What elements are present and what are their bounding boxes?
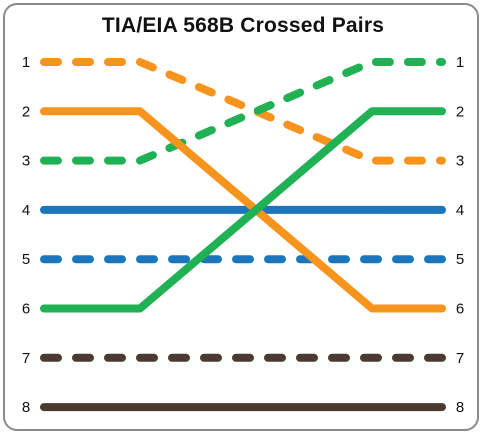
wires-layer [40, 58, 446, 412]
right-pin-label-8: 8 [456, 399, 464, 416]
left-pin-label-6: 6 [22, 301, 30, 318]
pin-labels-layer: 1 2 3 4 5 6 7 8 1 2 3 4 5 6 7 8 [22, 54, 464, 416]
left-pin-label-2: 2 [22, 103, 30, 120]
right-pin-label-7: 7 [456, 350, 464, 367]
left-pin-label-8: 8 [22, 399, 30, 416]
left-pin-label-7: 7 [22, 350, 30, 367]
right-pin-label-1: 1 [456, 54, 464, 71]
right-pin-label-2: 2 [456, 103, 464, 120]
right-pin-label-5: 5 [456, 251, 464, 268]
left-pin-label-3: 3 [22, 153, 30, 170]
right-pin-label-6: 6 [456, 301, 464, 318]
wire-6-to-2 [40, 107, 446, 313]
wire-3-to-1 [40, 58, 446, 165]
right-pin-label-4: 4 [456, 202, 464, 219]
left-pin-label-5: 5 [22, 251, 30, 268]
left-pin-label-1: 1 [22, 54, 30, 71]
diagram-title: TIA/EIA 568B Crossed Pairs [101, 14, 385, 37]
right-pin-label-3: 3 [456, 153, 464, 170]
left-pin-label-4: 4 [22, 202, 30, 219]
